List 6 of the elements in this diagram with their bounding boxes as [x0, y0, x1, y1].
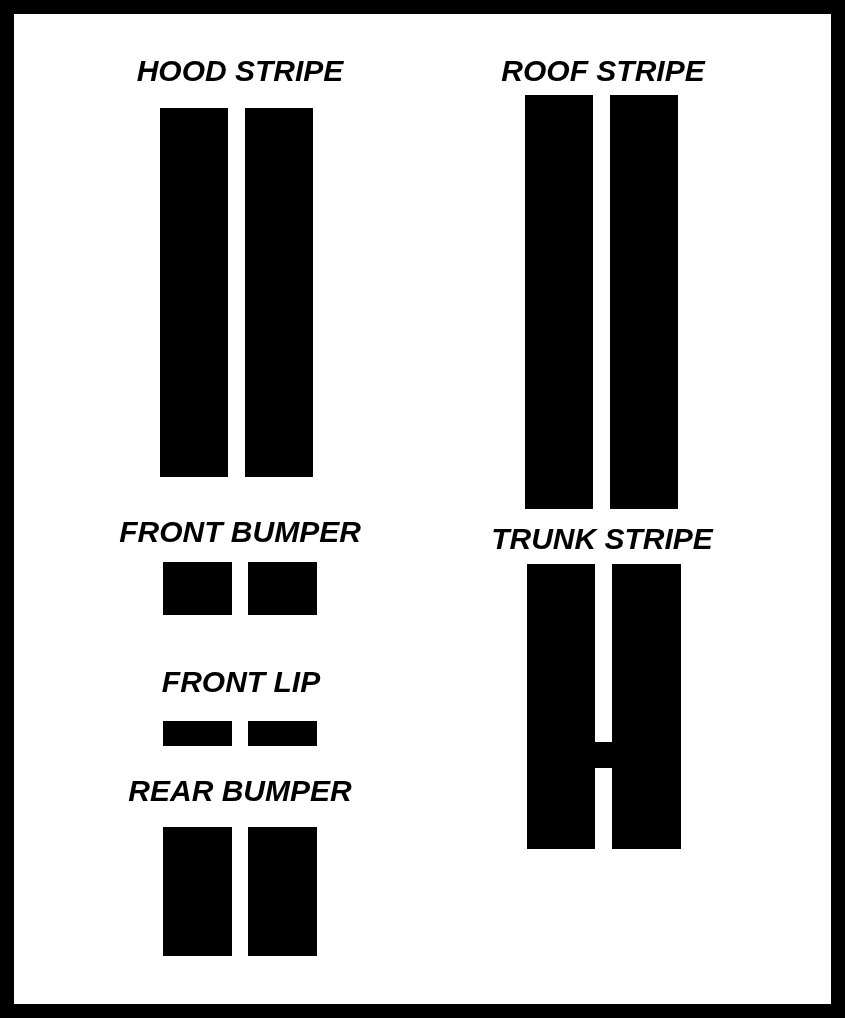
section-title: REAR BUMPER [128, 774, 352, 808]
section-title: TRUNK STRIPE [491, 522, 713, 556]
section-title: ROOF STRIPE [501, 54, 705, 88]
section-title: HOOD STRIPE [136, 54, 344, 88]
section-title: FRONT BUMPER [119, 515, 361, 549]
section-title: FRONT LIP [161, 665, 321, 699]
